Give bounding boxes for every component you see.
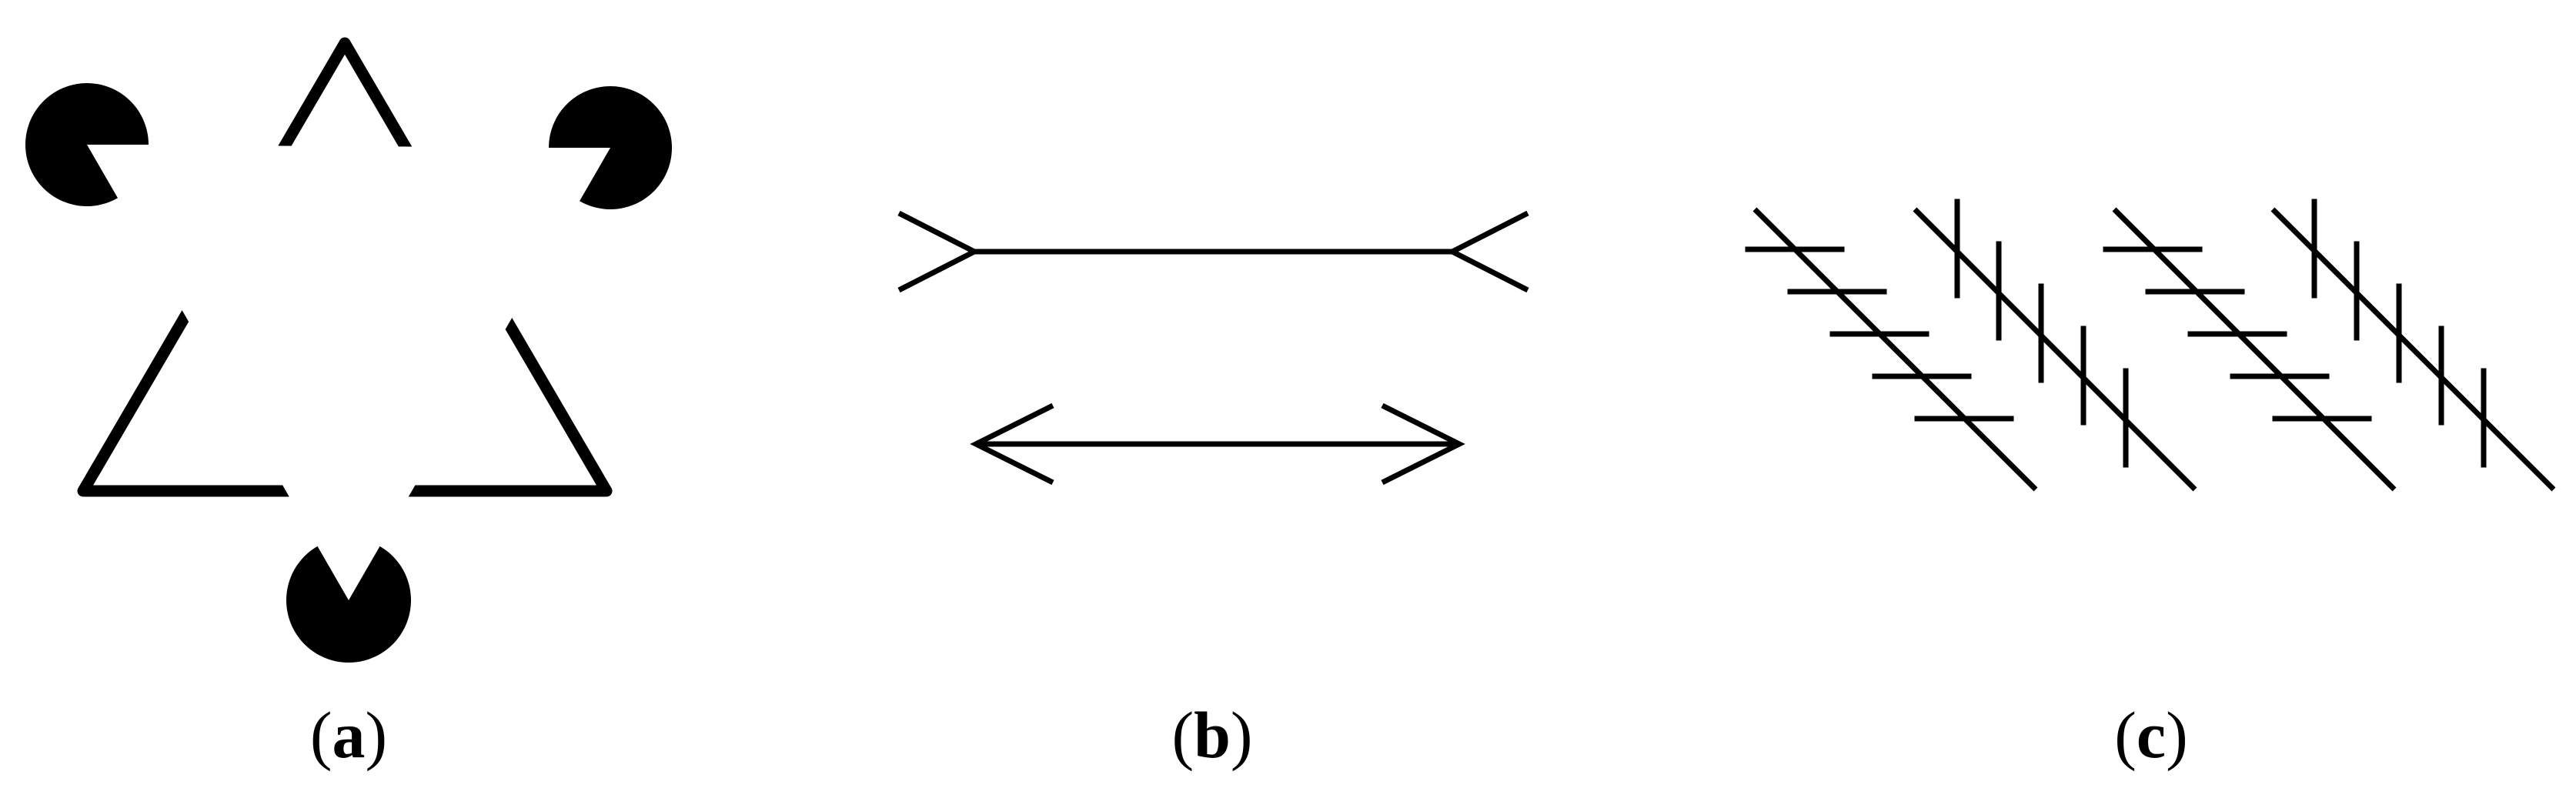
zollner-diagonal-2 [1913, 199, 2197, 492]
illusory-triangle [87, 145, 610, 600]
pacman-inducer-2 [549, 86, 672, 209]
diagonal-line [2270, 207, 2556, 492]
diagonal-line [2112, 207, 2397, 492]
panel-label-b: (b) [1135, 696, 1289, 773]
diagonal-line [1913, 207, 2197, 492]
label-open-paren: ( [309, 698, 332, 772]
diagonal-line [1752, 207, 2038, 492]
label-letter: b [1194, 698, 1231, 772]
zollner-diagonal-3 [2103, 207, 2397, 492]
label-letter: c [2136, 698, 2167, 772]
right-fins [1446, 210, 1529, 293]
label-letter: a [332, 698, 366, 772]
panel-label-a: (a) [272, 696, 426, 773]
label-close-paren: ) [2166, 698, 2188, 772]
right-fins [1381, 402, 1465, 486]
fins-out-line [897, 210, 1529, 293]
left-fins [897, 210, 981, 293]
zollner-panel [1745, 199, 2556, 492]
zollner-diagonal-4 [2270, 199, 2556, 492]
label-close-paren: ) [365, 698, 388, 772]
left-fins [970, 402, 1054, 486]
label-open-paren: ( [2114, 698, 2137, 772]
pacman-inducer-3 [286, 546, 411, 663]
arrowheads-line [970, 402, 1465, 486]
label-open-paren: ( [1171, 698, 1194, 772]
panel-label-c: (c) [2074, 696, 2228, 773]
pacman-inducer-1 [25, 83, 149, 206]
label-close-paren: ) [1230, 698, 1253, 772]
kanizsa-triangle-panel [25, 37, 672, 663]
zollner-diagonal-1 [1745, 207, 2038, 492]
muller-lyer-panel [897, 210, 1529, 486]
